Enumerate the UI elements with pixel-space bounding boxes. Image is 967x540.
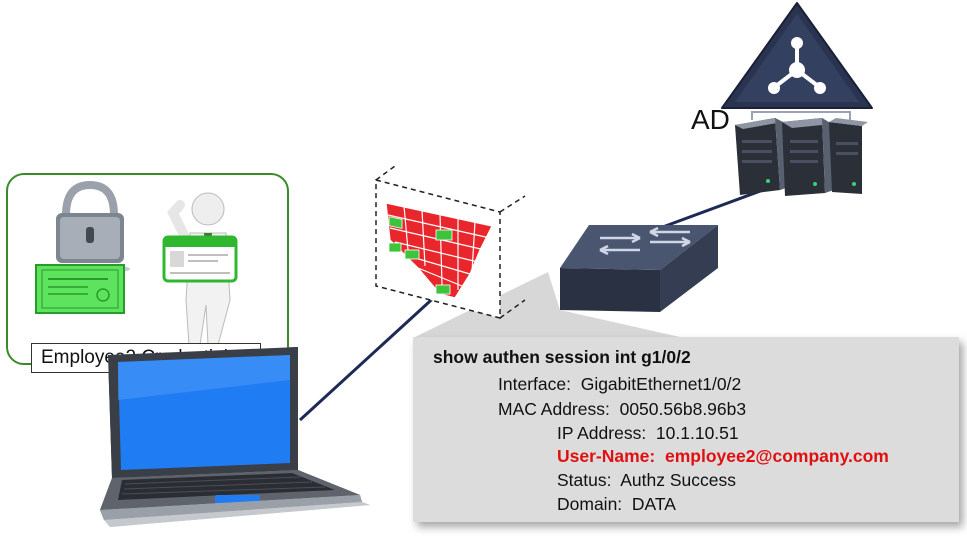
- interface-value: GigabitEthernet1/0/2: [580, 374, 742, 394]
- mac-label: MAC Address:: [498, 399, 610, 419]
- certificate-icon: [35, 264, 125, 314]
- ip-value: 10.1.10.51: [655, 423, 739, 443]
- session-output-panel: show authen session int g1/0/2 Interface…: [413, 337, 959, 522]
- credentials-box: [6, 173, 289, 365]
- domain-label: Domain:: [557, 494, 623, 514]
- status-label: Status:: [557, 470, 612, 490]
- session-command: show authen session int g1/0/2: [433, 347, 691, 367]
- interface-row: Interface: GigabitEthernet1/0/2: [498, 374, 741, 395]
- mac-row: MAC Address: 0050.56b8.96b3: [498, 399, 746, 420]
- laptop-icon: [100, 347, 370, 527]
- mac-value: 0050.56b8.96b3: [619, 399, 747, 419]
- domain-value: DATA: [631, 494, 676, 514]
- ip-row: IP Address: 10.1.10.51: [557, 423, 739, 444]
- padlock-icon: [50, 180, 130, 274]
- credentials-illustration: [35, 180, 238, 353]
- switch-icon: [560, 225, 718, 312]
- interface-label: Interface:: [498, 374, 571, 394]
- ad-label: AD: [691, 104, 730, 135]
- username-value: employee2@company.com: [664, 446, 889, 466]
- status-row: Status: Authz Success: [557, 470, 736, 491]
- status-value: Authz Success: [620, 470, 736, 490]
- username-row: User-Name: employee2@company.com: [557, 446, 889, 467]
- person-with-badge-icon: [162, 192, 238, 353]
- username-label: User-Name:: [557, 446, 656, 466]
- firewall-icon: [375, 165, 526, 319]
- credential-owner-label: Employee2 Credentials: [31, 343, 261, 373]
- server-icon: [735, 111, 868, 196]
- ad-triangle-icon: [721, 2, 873, 109]
- domain-row: Domain: DATA: [557, 494, 676, 515]
- laptop-to-firewall-link: [298, 290, 442, 422]
- ip-label: IP Address:: [557, 423, 647, 443]
